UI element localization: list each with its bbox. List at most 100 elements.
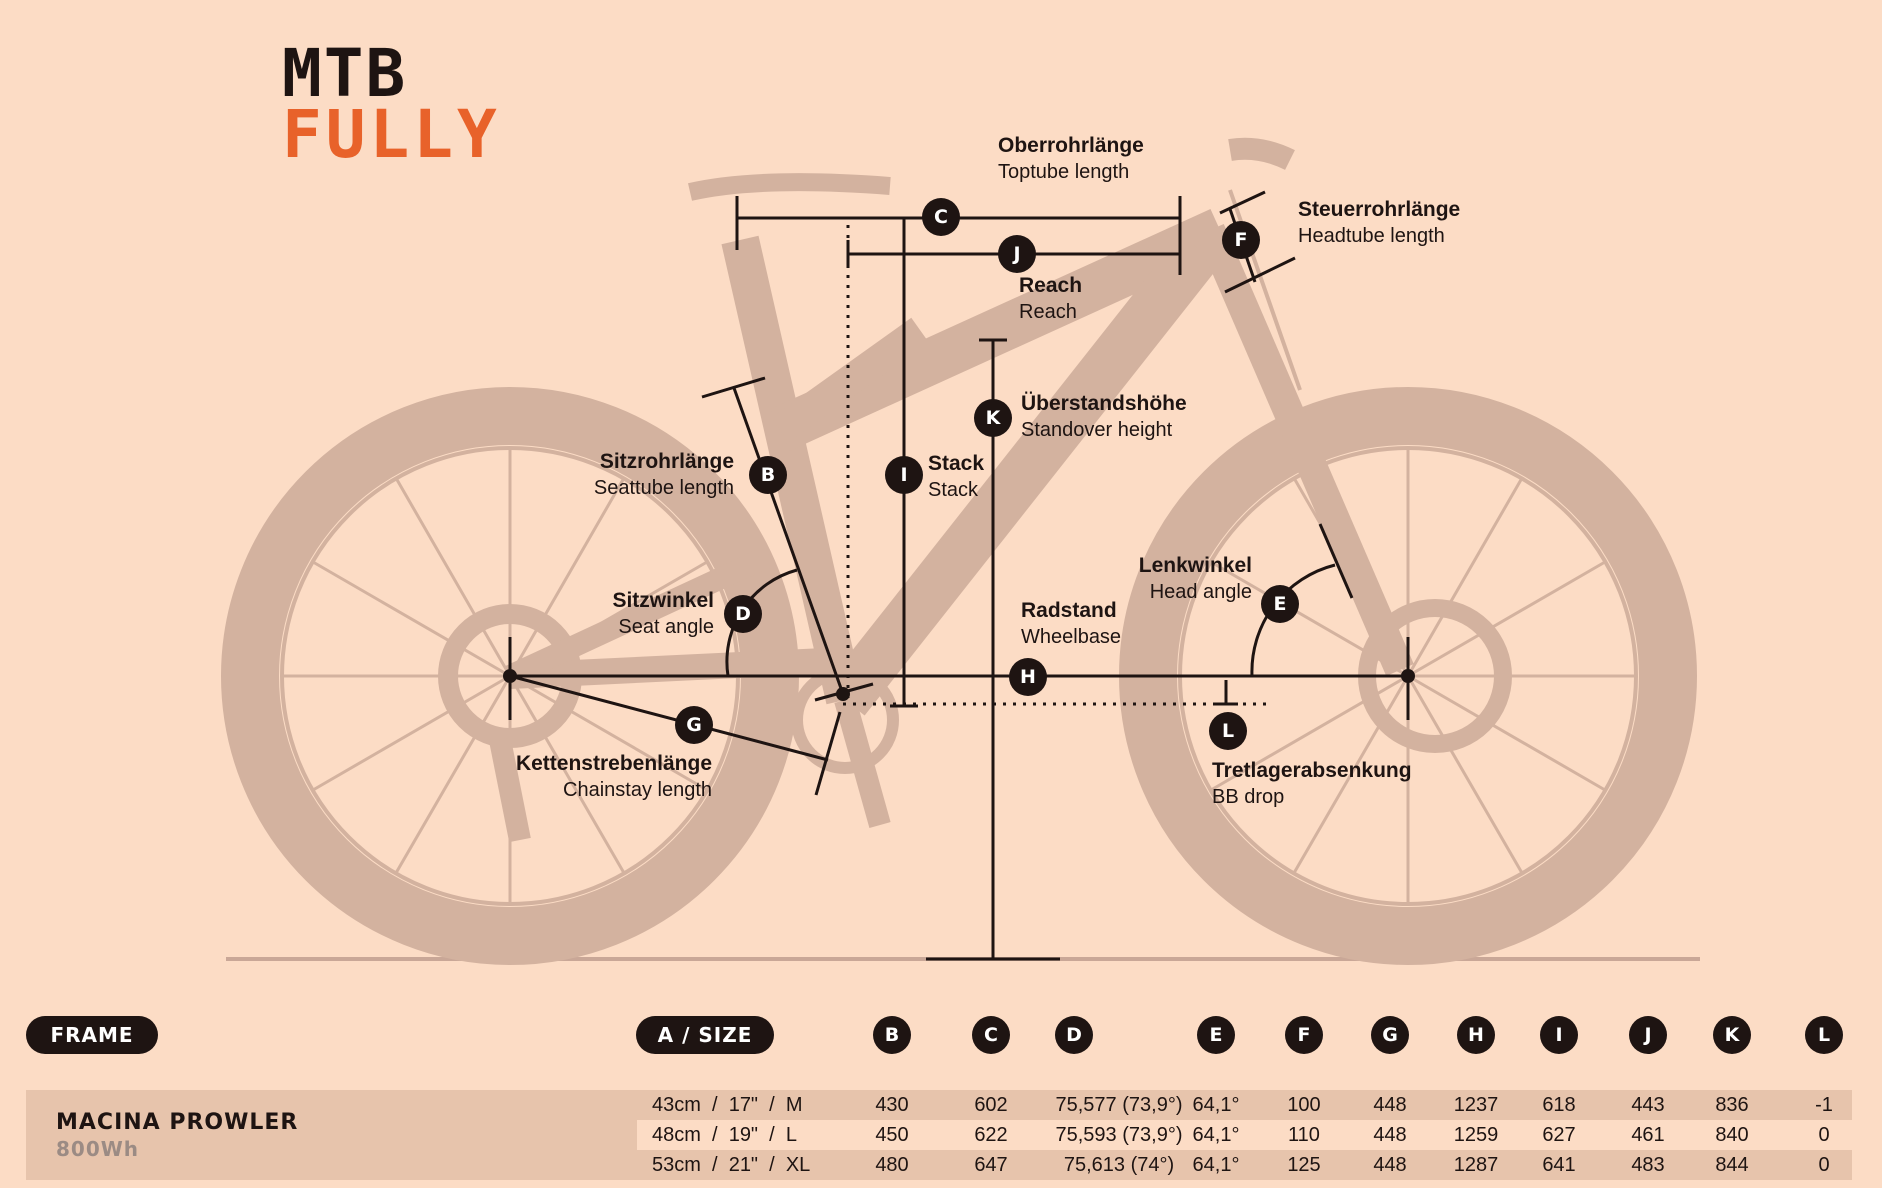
marker-d: D: [724, 595, 762, 633]
label-headangle-de: Lenkwinkel: [1138, 554, 1252, 577]
value-i: 618: [1542, 1094, 1576, 1116]
value-k: 844: [1715, 1154, 1749, 1176]
col-header-k: K: [1713, 1016, 1751, 1054]
col-header-e: E: [1197, 1016, 1235, 1054]
model-cell: MACINA PROWLER 800Wh: [26, 1090, 637, 1180]
value-b: 450: [875, 1124, 909, 1146]
value-b: 480: [875, 1154, 909, 1176]
model-battery: 800Wh: [56, 1137, 140, 1161]
value-e: 64,1°: [1192, 1124, 1240, 1146]
bike-silhouette: [221, 137, 1697, 965]
label-reach-de: Reach: [1019, 274, 1083, 297]
value-i: 641: [1542, 1154, 1576, 1176]
size-header-pill: A / SIZE: [636, 1016, 774, 1054]
label-bbdrop-en: BB drop: [1212, 786, 1285, 809]
marker-e: E: [1261, 585, 1299, 623]
label-bbdrop-de: Tretlagerabsenkung: [1212, 759, 1412, 782]
label-wheelbase-en: Wheelbase: [1021, 626, 1122, 649]
table-row: 48cm / 19" / L 450 622 75,593 (73,9°) 64…: [637, 1120, 1852, 1150]
label-standover-en: Standover height: [1021, 419, 1173, 442]
page-title: MTB FULLY: [282, 35, 501, 173]
label-toptube: Oberrohrlänge Toptube length: [998, 132, 1144, 185]
label-seatangle-en: Seat angle: [618, 616, 714, 639]
marker-h: H: [1009, 658, 1047, 696]
value-c: 622: [974, 1124, 1008, 1146]
label-standover: Überstandshöhe Standover height: [1021, 390, 1187, 443]
label-wheelbase: Radstand Wheelbase: [1021, 597, 1121, 650]
rear-axle-dot: [503, 669, 517, 683]
label-toptube-de: Oberrohrlänge: [998, 134, 1144, 157]
col-header-h: H: [1457, 1016, 1495, 1054]
value-d: 75,593 (73,9°): [1055, 1124, 1183, 1146]
label-headtube-en: Headtube length: [1298, 225, 1445, 248]
marker-k: K: [974, 399, 1012, 437]
label-reach-en: Reach: [1019, 301, 1077, 324]
marker-j: J: [998, 235, 1036, 273]
value-l: -1: [1815, 1094, 1833, 1116]
size-cell: 48cm / 19" / L: [652, 1124, 797, 1146]
title-line2: FULLY: [282, 95, 501, 173]
frame-header-pill: FRAME: [26, 1016, 158, 1054]
value-h: 1259: [1453, 1124, 1499, 1146]
label-seatangle-de: Sitzwinkel: [612, 589, 714, 612]
col-header-j: J: [1629, 1016, 1667, 1054]
model-title: MACINA PROWLER: [56, 1110, 299, 1135]
label-headtube-de: Steuerrohrlänge: [1298, 198, 1461, 221]
value-j: 483: [1631, 1154, 1665, 1176]
label-headtube: Steuerrohrlänge Headtube length: [1298, 196, 1460, 249]
marker-c: C: [922, 198, 960, 236]
label-seattube: Sitzrohrlänge Seattube length: [560, 448, 734, 501]
value-h: 1237: [1453, 1094, 1499, 1116]
value-b: 430: [875, 1094, 909, 1116]
value-j: 461: [1631, 1124, 1665, 1146]
label-chainstay: Kettenstrebenlänge Chainstay length: [500, 750, 712, 803]
value-d: 75,613 (74°): [1063, 1154, 1175, 1176]
value-k: 836: [1715, 1094, 1749, 1116]
marker-b: B: [749, 456, 787, 494]
value-d: 75,577 (73,9°): [1055, 1094, 1183, 1116]
value-c: 647: [974, 1154, 1008, 1176]
label-headangle-en: Head angle: [1149, 581, 1252, 604]
front-axle-dot: [1401, 669, 1415, 683]
bottom-bracket-dot: [836, 687, 850, 701]
value-l: 0: [1818, 1154, 1830, 1176]
label-chainstay-de: Kettenstrebenlänge: [515, 752, 712, 775]
value-g: 448: [1373, 1154, 1407, 1176]
table-row: 53cm / 21" / XL 480 647 75,613 (74°) 64,…: [637, 1150, 1852, 1180]
label-standover-de: Überstandshöhe: [1021, 392, 1187, 415]
marker-i: I: [885, 456, 923, 494]
col-header-l: L: [1805, 1016, 1843, 1054]
col-header-c: C: [972, 1016, 1010, 1054]
value-c: 602: [974, 1094, 1008, 1116]
label-bbdrop: Tretlagerabsenkung BB drop: [1212, 757, 1412, 810]
marker-l: L: [1209, 712, 1247, 750]
label-stack: Stack Stack: [928, 450, 984, 503]
label-chainstay-en: Chainstay length: [563, 779, 712, 802]
marker-f: F: [1222, 221, 1260, 259]
size-cell: 43cm / 17" / M: [652, 1094, 803, 1116]
col-header-i: I: [1540, 1016, 1578, 1054]
value-g: 448: [1373, 1124, 1407, 1146]
value-j: 443: [1631, 1094, 1665, 1116]
value-e: 64,1°: [1192, 1154, 1240, 1176]
value-i: 627: [1542, 1124, 1576, 1146]
value-g: 448: [1373, 1094, 1407, 1116]
col-header-b: B: [873, 1016, 911, 1054]
label-stack-en: Stack: [928, 479, 979, 502]
size-cell: 53cm / 21" / XL: [652, 1154, 811, 1176]
value-f: 110: [1288, 1124, 1320, 1146]
model-name: MACINA PROWLER 800Wh: [56, 1110, 298, 1161]
bike-geometry-diagram: [221, 137, 1700, 965]
label-stack-de: Stack: [928, 452, 985, 475]
col-header-g: G: [1371, 1016, 1409, 1054]
value-e: 64,1°: [1192, 1094, 1240, 1116]
value-h: 1287: [1453, 1154, 1499, 1176]
title-line1: MTB: [282, 35, 408, 112]
label-reach: Reach Reach: [1019, 272, 1082, 325]
value-f: 125: [1287, 1154, 1321, 1176]
value-k: 840: [1715, 1124, 1749, 1146]
label-seattube-de: Sitzrohrlänge: [599, 450, 734, 473]
label-seatangle: Sitzwinkel Seat angle: [560, 587, 714, 640]
value-l: 0: [1818, 1124, 1830, 1146]
label-toptube-en: Toptube length: [998, 161, 1130, 184]
